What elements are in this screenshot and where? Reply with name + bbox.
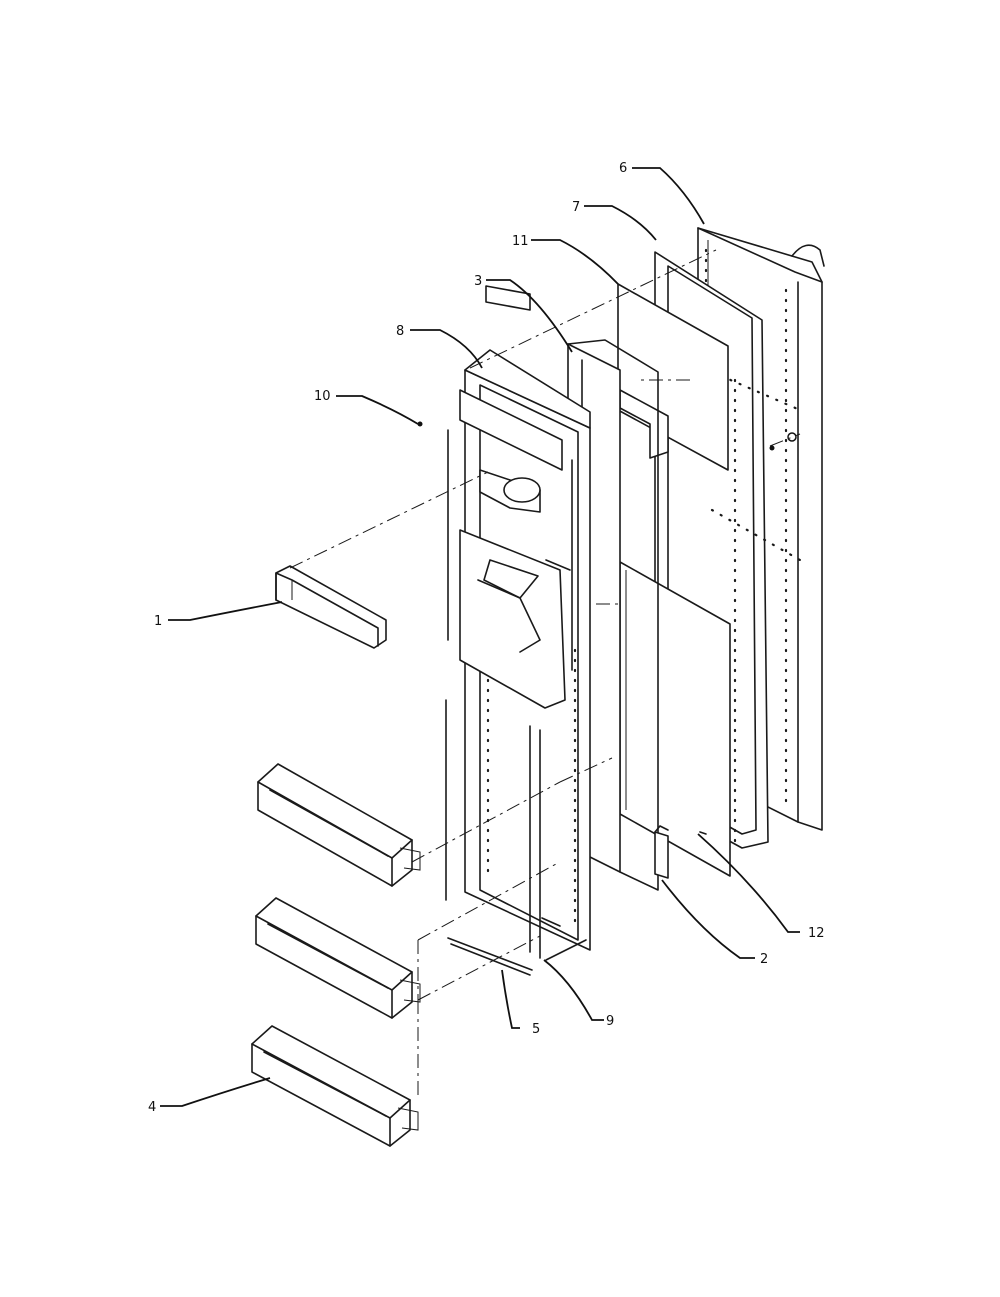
callout-8: 8	[396, 324, 404, 339]
callout-1: 1	[154, 614, 162, 629]
part-2-bracket	[654, 825, 669, 879]
part-8-dispenser-housing	[445, 285, 591, 959]
callout-11: 11	[512, 234, 529, 249]
callout-10: 10	[314, 389, 331, 404]
part-11-upper-liner	[617, 283, 729, 471]
part-5-trim-rod	[447, 937, 533, 976]
part-9-side-trim	[541, 917, 587, 961]
part-12-lower-liner	[619, 561, 731, 877]
callout-12: 12	[808, 926, 825, 941]
callout-2: 2	[760, 952, 768, 967]
leader-lines	[160, 167, 800, 1107]
callout-5: 5	[532, 1022, 540, 1037]
callout-4: 4	[148, 1100, 156, 1115]
callout-6: 6	[619, 161, 627, 176]
part-1-small-shelf	[275, 565, 387, 649]
door-bin-lower	[251, 1025, 419, 1147]
door-bin-upper	[257, 763, 421, 887]
callout-7: 7	[572, 200, 580, 215]
callout-labels: 1 2 3 4 5 6 7 8 9 10 11 12	[148, 161, 825, 1115]
door-bin-middle	[255, 897, 421, 1019]
callout-9: 9	[606, 1014, 614, 1029]
assembly-lines	[289, 249, 801, 1096]
screw-marks	[417, 421, 797, 451]
callout-3: 3	[474, 274, 482, 289]
